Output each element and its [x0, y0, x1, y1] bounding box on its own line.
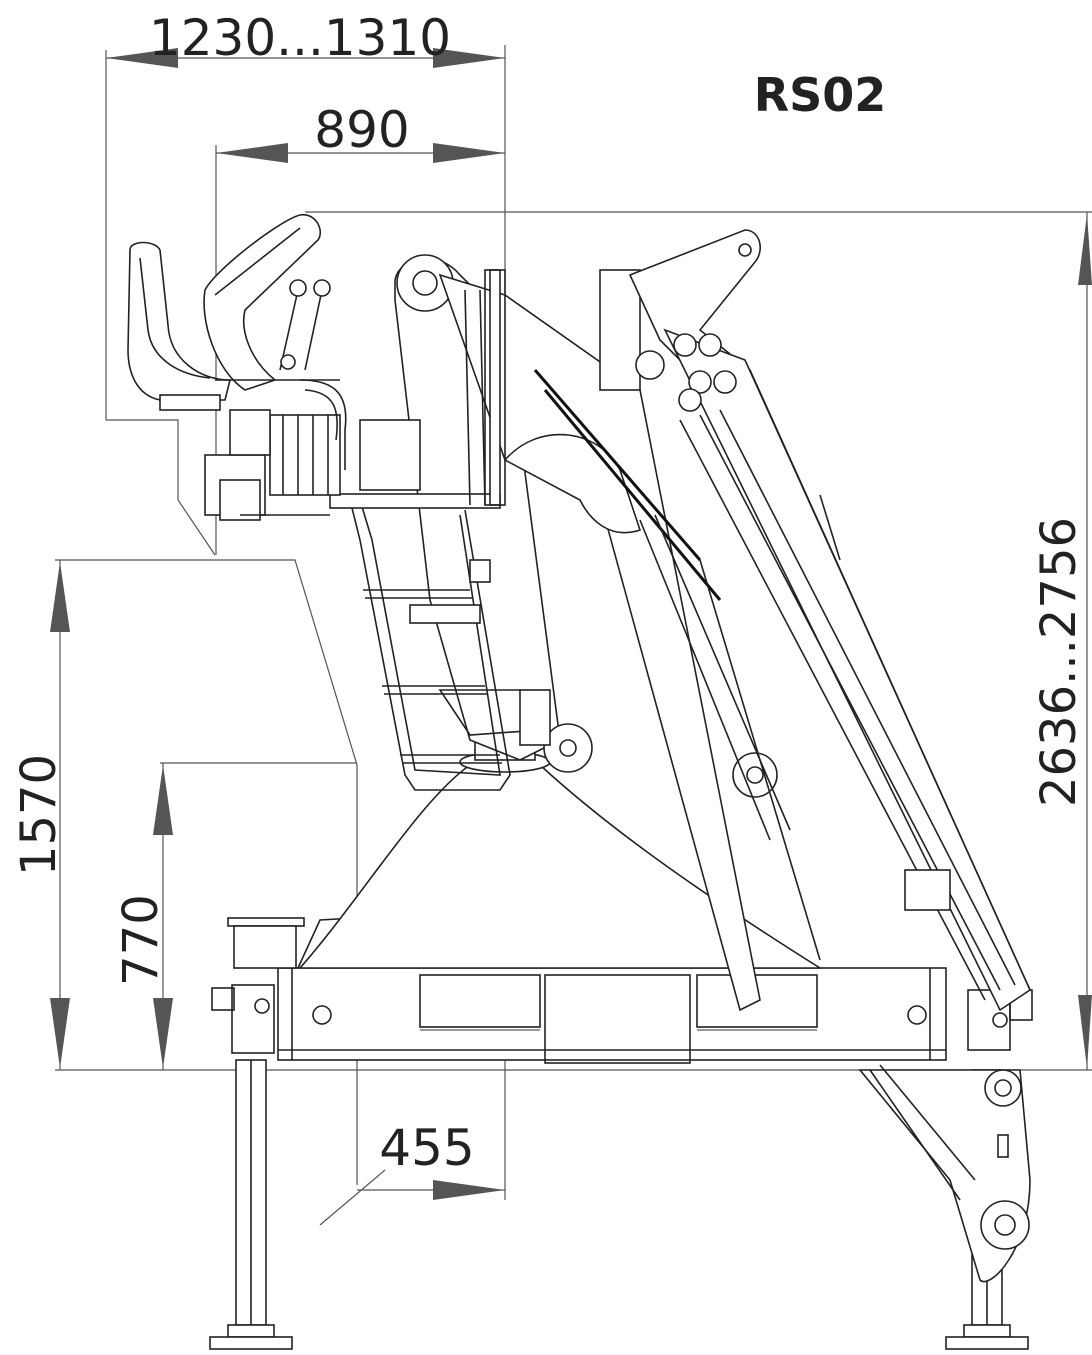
lift-cylinders	[533, 369, 821, 961]
model-title: RS02	[754, 68, 887, 122]
dim-seat-offset: 890	[314, 101, 409, 159]
boom-tip	[858, 1064, 1031, 1283]
dim-platform-height: 1570	[11, 754, 67, 876]
control-station	[127, 214, 347, 521]
left-post	[227, 917, 363, 969]
dim-base-height: 770	[113, 894, 169, 986]
outer-boom	[628, 229, 1032, 1012]
seat-platform-arm	[329, 269, 506, 509]
base-beam	[211, 967, 1033, 1064]
dim-outreach-range: 1230...1310	[149, 9, 451, 67]
operator-ladder	[349, 499, 511, 791]
dim-rotation-offset: 455	[379, 1119, 474, 1177]
dim-total-height: 2636...2756	[1031, 517, 1087, 807]
main-pillar	[394, 254, 593, 773]
